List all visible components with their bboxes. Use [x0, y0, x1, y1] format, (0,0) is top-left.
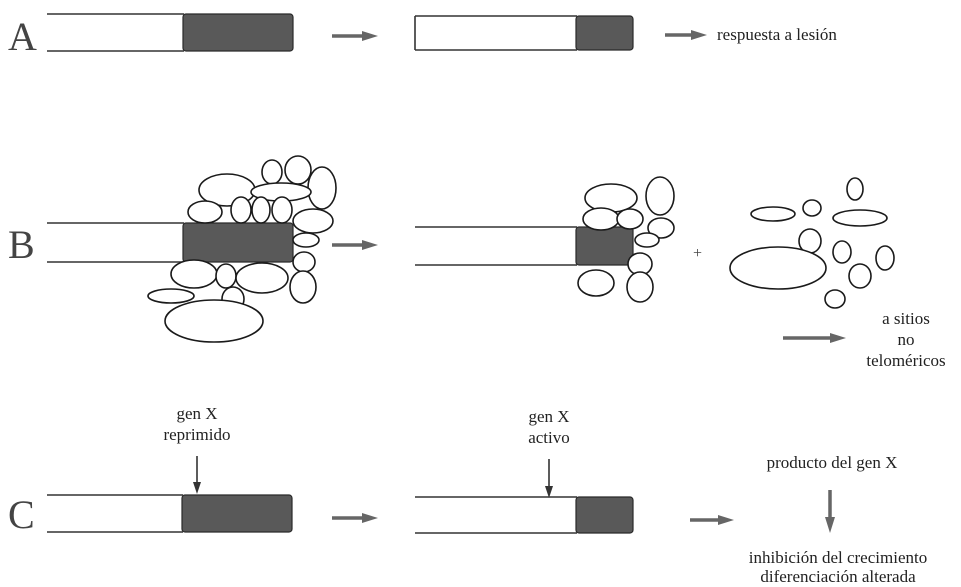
protein-ellipse	[292, 208, 334, 234]
protein-ellipse	[582, 207, 620, 231]
telomere-block-short	[575, 15, 634, 51]
chromosome-a-left	[47, 13, 294, 52]
pointer-head	[193, 482, 201, 494]
pointer-head	[545, 486, 553, 498]
protein-ellipse	[577, 269, 615, 297]
telomere-block	[182, 222, 294, 263]
protein-cluster-left	[147, 155, 337, 343]
gene-product-text: producto del gen X	[767, 453, 898, 472]
protein-ellipse	[164, 299, 264, 343]
protein-ellipse	[802, 199, 822, 217]
row-a: A respuesta a lesión	[8, 13, 837, 59]
row-b-label: B	[8, 222, 35, 267]
protein-ellipse	[292, 251, 316, 273]
protein-ellipse	[147, 288, 195, 304]
chromosome-c-right	[415, 496, 634, 534]
protein-ellipse	[215, 263, 237, 289]
telomere-block	[182, 13, 294, 52]
outcome-line-1: inhibición del crecimiento	[749, 548, 927, 567]
result-a-text: respuesta a lesión	[717, 25, 837, 44]
chromosome-c-left	[47, 494, 293, 533]
protein-ellipse	[626, 271, 654, 303]
protein-ellipse	[647, 217, 675, 239]
gene-left-pointer	[193, 456, 201, 494]
row-a-label: A	[8, 14, 37, 59]
protein-ellipse	[307, 166, 337, 210]
protein-ellipse	[261, 159, 283, 185]
protein-cluster-released	[729, 177, 895, 309]
row-c: C gen X reprimido gen X activo	[8, 404, 927, 586]
telomere-block-short	[575, 226, 634, 266]
arrow-b-2	[783, 333, 846, 343]
protein-cluster-middle	[577, 176, 675, 303]
telomere-block	[181, 494, 293, 533]
protein-ellipse	[832, 240, 852, 264]
result-b-line-1: a sitios	[882, 309, 930, 328]
arrow-head	[830, 333, 846, 343]
arrow-head	[718, 515, 734, 525]
row-b: B	[8, 155, 946, 370]
protein-ellipse	[284, 155, 312, 185]
protein-ellipse	[170, 259, 218, 289]
chromosome-b-left	[47, 222, 294, 263]
plus-sign: +	[693, 245, 702, 262]
arrow-c-2	[690, 515, 734, 525]
arrow-head	[691, 30, 707, 40]
arrow-a-1	[332, 31, 378, 41]
protein-ellipse	[824, 289, 846, 309]
outcome-line-2: diferenciación alterada	[760, 567, 916, 586]
gene-middle-pointer	[545, 459, 553, 498]
gene-middle-line-2: activo	[528, 428, 570, 447]
protein-ellipse	[187, 200, 223, 224]
protein-ellipse	[645, 176, 675, 216]
telomere-block-short	[575, 496, 634, 534]
arrow-head	[362, 513, 378, 523]
row-c-label: C	[8, 492, 35, 537]
chromosome-b-right	[415, 226, 634, 266]
arrow-head	[362, 240, 378, 250]
arrow-b-1	[332, 240, 378, 250]
protein-ellipse	[729, 246, 827, 290]
arrow-head	[825, 517, 835, 533]
protein-ellipse	[271, 196, 293, 224]
protein-ellipse	[634, 232, 660, 248]
protein-ellipse	[832, 209, 888, 227]
result-b-line-2: no	[898, 330, 915, 349]
protein-ellipse	[875, 245, 895, 271]
chromosome-a-right	[414, 15, 634, 51]
protein-ellipse	[251, 196, 271, 224]
arrow-head	[362, 31, 378, 41]
protein-ellipse	[848, 263, 872, 289]
arrow-c-down	[825, 490, 835, 533]
gene-left-line-2: reprimido	[163, 425, 230, 444]
arrow-a-2	[665, 30, 707, 40]
protein-ellipse	[584, 183, 638, 213]
arrow-c-1	[332, 513, 378, 523]
protein-ellipse	[289, 270, 317, 304]
gene-middle-line-1: gen X	[528, 407, 569, 426]
gene-left-line-1: gen X	[176, 404, 217, 423]
protein-ellipse	[750, 206, 796, 222]
protein-ellipse	[846, 177, 864, 201]
protein-ellipse	[292, 232, 320, 248]
protein-ellipse	[235, 262, 289, 294]
protein-ellipse	[230, 196, 252, 224]
result-b-line-3: teloméricos	[866, 351, 945, 370]
protein-ellipse	[616, 208, 644, 230]
